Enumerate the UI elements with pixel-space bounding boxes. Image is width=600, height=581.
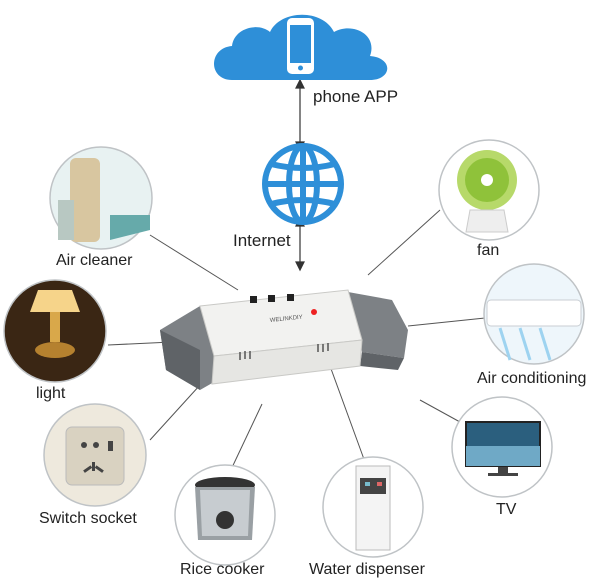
rice-cooker-image (174, 464, 276, 566)
internet-globe-icon (262, 143, 344, 225)
phone-app-label: phone APP (313, 87, 399, 106)
appliance-label-fan: fan (477, 242, 500, 259)
appliance-label-light: light (36, 385, 66, 402)
appliance-label-switch-socket: Switch socket (39, 510, 137, 527)
appliance-label-air-conditioning: Air conditioning (477, 370, 587, 387)
appliance-label-water-dispenser: Water dispenser (309, 561, 425, 578)
air-cleaner-image (49, 146, 153, 250)
line-light (107, 341, 173, 346)
line-water-dispenser (329, 365, 366, 463)
cloud-icon (214, 14, 388, 81)
appliance-label-air-cleaner: Air cleaner (56, 252, 133, 269)
connector-lines (107, 209, 486, 477)
line-tv (419, 399, 461, 423)
internet-label: Internet (233, 231, 291, 250)
fan-image (438, 139, 540, 241)
tv-image (451, 396, 553, 498)
line-switch-socket (149, 384, 201, 441)
line-air-cleaner (149, 234, 239, 291)
smart-switch-device: WELINKDIY (160, 289, 408, 390)
light-image (3, 279, 107, 383)
line-fan (367, 209, 441, 276)
appliance-label-tv: TV (496, 501, 517, 518)
line-air-conditioning (407, 317, 486, 327)
device-brand-text: WELINKDIY (270, 315, 303, 324)
line-rice-cooker (227, 403, 263, 477)
water-dispenser-image (322, 456, 424, 558)
switch-socket-image (43, 403, 147, 507)
air-conditioning-image (483, 263, 585, 365)
appliance-label-rice-cooker: Rice cooker (180, 561, 265, 578)
